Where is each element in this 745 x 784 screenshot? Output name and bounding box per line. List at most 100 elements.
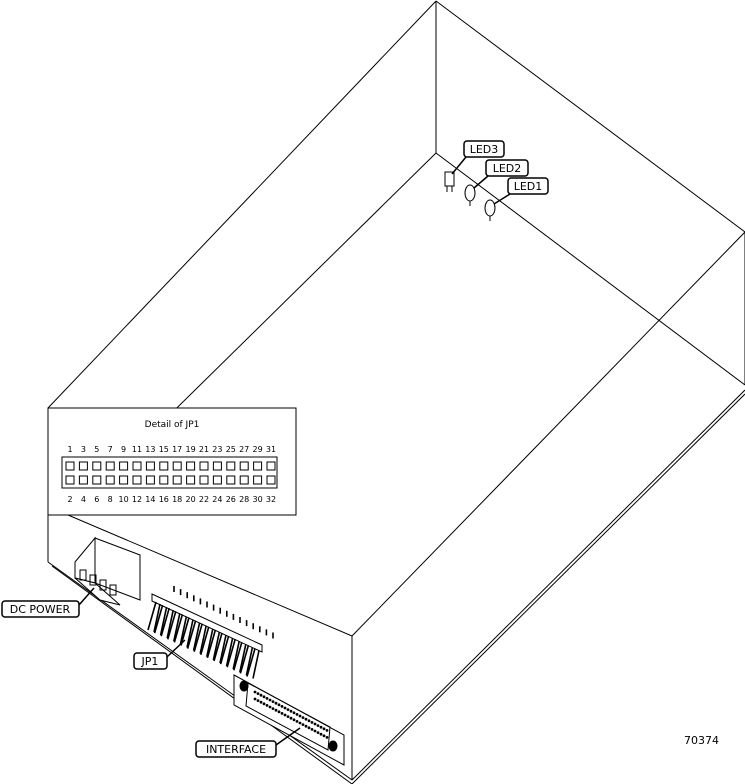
jp1-header	[147, 586, 274, 679]
dc-power-label: DC POWER	[10, 603, 71, 616]
top-pin-label: 3	[81, 445, 86, 454]
pin-square	[186, 475, 196, 485]
jp1-pin	[173, 613, 181, 642]
bottom-pin-label: 6	[94, 495, 99, 504]
interface-pin	[253, 697, 257, 701]
pin-square	[186, 461, 196, 471]
bottom-pin-label: 24	[212, 495, 222, 504]
bottom-pin-label: 2	[67, 495, 72, 504]
pin-square	[212, 475, 222, 485]
jp1-label: JP1	[141, 655, 159, 668]
interface-label: INTERFACE	[206, 743, 266, 756]
top-pin-label: 19	[186, 445, 196, 454]
interface-pin	[280, 712, 284, 715]
jp1-pin	[180, 617, 190, 646]
top-pin-label: 17	[172, 445, 182, 454]
bottom-pin-label: 30	[253, 495, 263, 504]
pin-square	[172, 461, 182, 471]
pin-square	[226, 461, 236, 471]
top-pin-label: 15	[159, 445, 169, 454]
bottom-pin-label: 16	[159, 495, 169, 504]
pin-square	[266, 475, 276, 485]
interface-pin	[322, 734, 326, 738]
jp1-pin	[233, 642, 243, 671]
pin-square	[65, 475, 75, 485]
pin-square	[159, 461, 169, 471]
dc-power-callout: DC POWER	[1, 587, 95, 618]
jp1-pin	[200, 626, 210, 656]
jp1-pin	[179, 616, 188, 645]
interface-pin	[262, 695, 266, 699]
jp1-pin	[226, 638, 236, 668]
interface-pin	[301, 723, 305, 726]
pin-square	[119, 475, 129, 485]
figure-id: 70374	[684, 734, 719, 747]
jp1-pin	[213, 632, 223, 662]
pin-square	[65, 461, 75, 471]
interface-pin	[283, 706, 287, 710]
jp1-pin	[225, 637, 234, 667]
jp1-pin	[206, 629, 217, 659]
interface-pin	[286, 715, 290, 718]
jp1-pin	[153, 604, 164, 634]
pin-square	[105, 461, 115, 471]
pin-square	[199, 461, 209, 471]
jp1-pin	[167, 611, 177, 640]
led1-label: LED1	[514, 180, 543, 193]
jp1-pin	[166, 610, 174, 639]
jp1-detail-title: Detail of JP1	[145, 420, 200, 430]
bottom-pin-label: 20	[186, 495, 196, 504]
drive-body-outline	[47, 0, 745, 784]
interface-pin	[310, 728, 314, 731]
interface-pin	[289, 709, 293, 713]
interface-callout: INTERFACE	[195, 727, 301, 758]
top-pin-label: 1	[67, 445, 72, 454]
pin-square	[253, 475, 263, 485]
pin-square	[145, 475, 155, 485]
bottom-pin-label: 14	[145, 495, 155, 504]
interface-pin	[283, 713, 287, 717]
led3-callout: LED3	[451, 140, 505, 175]
jp1-pin	[153, 603, 161, 633]
top-pin-label: 21	[199, 445, 209, 454]
jp1-pin	[193, 623, 203, 652]
top-pin-label: 31	[266, 445, 276, 454]
interface-pin	[271, 707, 275, 710]
jp1-pin	[246, 648, 256, 677]
interface-pin	[295, 720, 299, 723]
jp1-pin	[206, 628, 214, 657]
interface-pin	[307, 719, 311, 723]
pin-square	[132, 461, 142, 471]
interface-pin	[319, 732, 323, 736]
top-pin-label: 23	[212, 445, 222, 454]
bottom-pin-label: 18	[172, 495, 182, 504]
jp1-pin	[239, 644, 247, 673]
interface-pin	[289, 716, 293, 720]
led-assembly	[444, 171, 496, 221]
top-pin-label: 11	[132, 445, 142, 454]
bottom-pin-label: 10	[119, 495, 129, 504]
jp1-pin	[147, 601, 157, 631]
pin-square	[266, 461, 276, 471]
interface-pin	[319, 725, 323, 729]
interface-pin	[310, 721, 314, 724]
interface-pin	[259, 700, 263, 704]
pin-square	[159, 475, 169, 485]
interface-pin	[325, 729, 329, 732]
pin-square	[92, 461, 102, 471]
jp1-pin	[186, 619, 194, 648]
top-pin-label: 7	[108, 445, 113, 454]
interface-pin	[277, 710, 281, 714]
pin-square	[239, 475, 249, 485]
interface-pin	[292, 718, 296, 722]
interface-pin	[316, 731, 320, 734]
jp1-pin	[219, 634, 227, 664]
led2-callout: LED2	[473, 159, 529, 189]
interface-pin	[322, 727, 326, 731]
pin-square	[92, 475, 102, 485]
pin-square	[199, 475, 209, 485]
